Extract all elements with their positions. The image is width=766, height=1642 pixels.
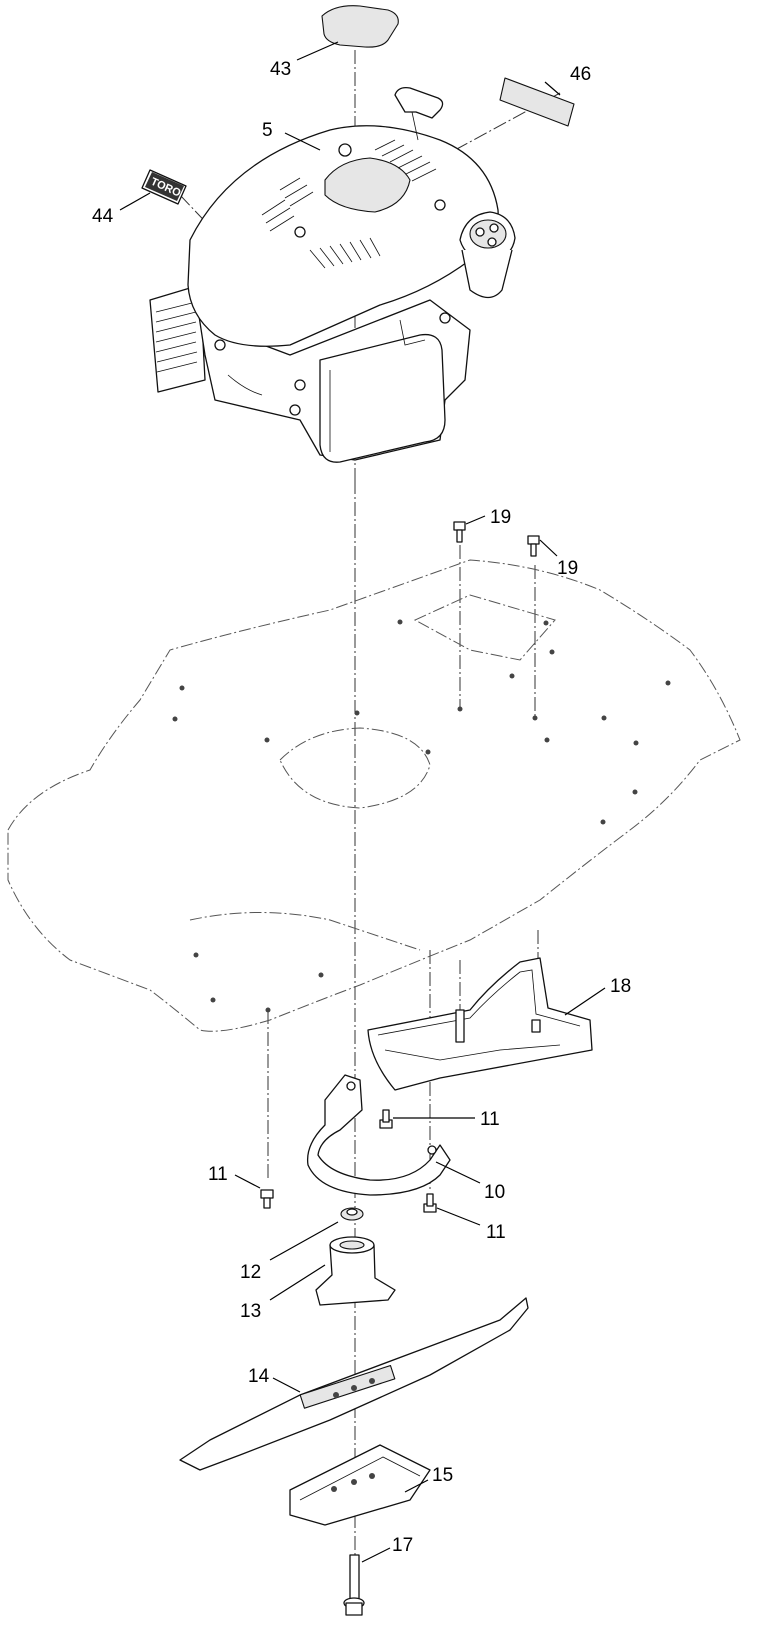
mower-deck-outline xyxy=(7,559,741,1032)
part-19-screw-right xyxy=(527,535,540,557)
part-13-blade-adapter xyxy=(315,1236,396,1306)
callout-11-lower-right: 11 xyxy=(486,1222,506,1243)
callout-19-left: 19 xyxy=(490,507,511,528)
part-15-stiffener xyxy=(289,1444,431,1526)
part-11-bolt-a xyxy=(379,1109,393,1129)
callout-11-lower-left: 11 xyxy=(208,1164,228,1185)
callout-14: 14 xyxy=(248,1366,270,1387)
callout-10: 10 xyxy=(484,1182,505,1203)
part-46-label xyxy=(499,77,575,127)
callout-5: 5 xyxy=(262,120,273,141)
callout-44: 44 xyxy=(92,206,114,227)
leader-lines xyxy=(119,41,606,1563)
part-11-bolt-c xyxy=(260,1189,274,1209)
part-17-blade-bolt xyxy=(343,1554,365,1616)
part-18-baffle xyxy=(367,957,593,1091)
callout-17: 17 xyxy=(392,1535,413,1556)
callout-18: 18 xyxy=(610,976,631,997)
part-14-blade xyxy=(179,1297,529,1471)
part-19-screw-left xyxy=(453,521,466,543)
callout-12: 12 xyxy=(240,1262,261,1283)
callout-46: 46 xyxy=(570,64,591,85)
part-44-logo-decal: TORO xyxy=(141,169,187,205)
part-10-bracket xyxy=(306,1074,451,1196)
part-12-washer xyxy=(340,1207,364,1221)
part-5-engine xyxy=(149,87,516,463)
callout-43: 43 xyxy=(270,59,291,80)
callout-labels: 43 46 5 44 19 19 18 11 10 11 11 12 13 14… xyxy=(92,59,631,1556)
part-43-top-decal xyxy=(321,5,399,48)
part-11-bolt-b xyxy=(423,1193,437,1213)
callout-13: 13 xyxy=(240,1301,261,1322)
callout-15: 15 xyxy=(432,1465,453,1486)
callout-11-upper: 11 xyxy=(480,1109,500,1130)
callout-19-right: 19 xyxy=(557,558,578,579)
